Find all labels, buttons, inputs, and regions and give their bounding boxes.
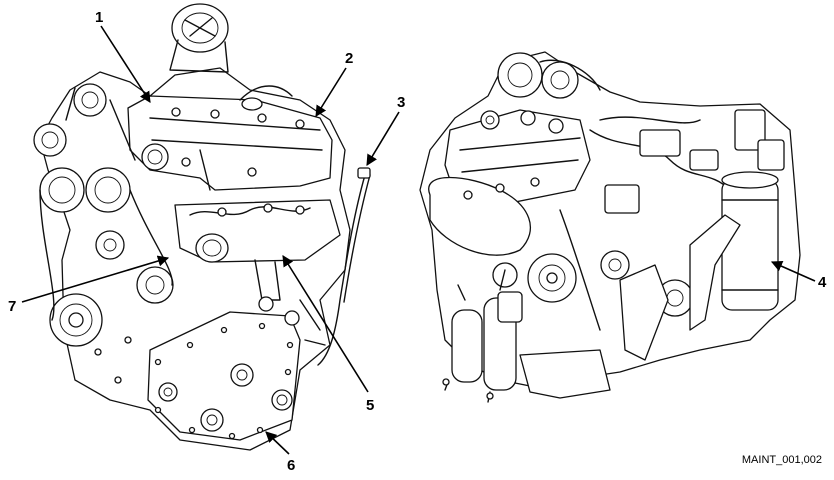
callout-4-label: 4	[818, 274, 827, 291]
figure-id-label: MAINT_001,002	[741, 454, 822, 466]
callout-3-label: 3	[397, 94, 405, 111]
callout-7-label: 7	[8, 298, 16, 315]
callout-1: 1	[95, 9, 151, 103]
callout-2: 2	[315, 50, 353, 117]
callout-2-label: 2	[345, 50, 353, 67]
right-engine-illustration	[419, 51, 801, 403]
callout-6-label: 6	[287, 457, 295, 474]
callout-4: 4	[770, 260, 827, 291]
callout-1-label: 1	[95, 9, 103, 26]
callout-5: 5	[282, 255, 374, 414]
left-engine-illustration	[33, 3, 371, 451]
callout-6: 6	[265, 431, 295, 474]
callout-5-label: 5	[366, 397, 374, 414]
callout-3: 3	[366, 94, 405, 166]
callout-7: 7	[8, 255, 170, 315]
